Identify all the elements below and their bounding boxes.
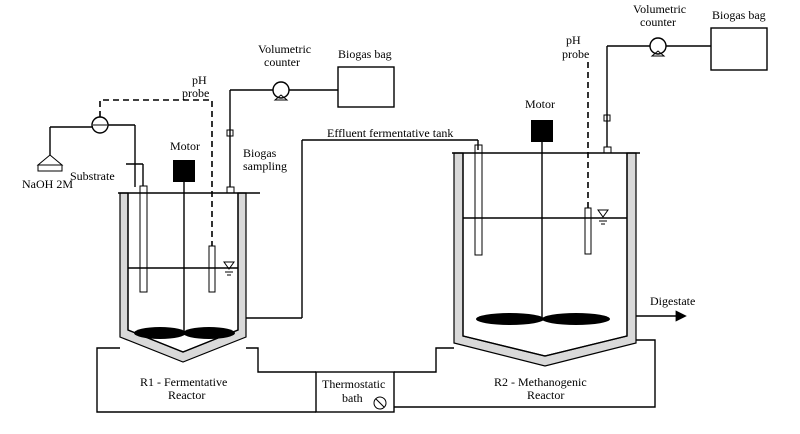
ph-probe-1-label-line2: probe bbox=[182, 86, 209, 100]
effluent-line: Effluent fermentative tank bbox=[246, 126, 479, 319]
motor-2-label: Motor bbox=[525, 97, 555, 111]
thermostatic-bath: Thermostatic bath bbox=[315, 371, 395, 413]
volumetric-counter-2-line1: Volumetric bbox=[633, 2, 686, 16]
r1-ph-probe bbox=[208, 245, 216, 293]
volumetric-counter-1-line1: Volumetric bbox=[258, 42, 311, 56]
naoh-label: NaOH 2M bbox=[22, 177, 73, 191]
r2-label-line2: Reactor bbox=[527, 388, 564, 402]
r1-feed-tube bbox=[139, 185, 148, 293]
r1-motor bbox=[173, 160, 195, 182]
r2-feed-tube bbox=[474, 144, 483, 256]
r1-biogas-line: Volumetric counter Biogas bag Biogas sam… bbox=[226, 42, 395, 187]
thermostatic-label-line2: bath bbox=[342, 391, 363, 405]
r1-water-loop-right bbox=[246, 347, 316, 373]
digestate-label: Digestate bbox=[650, 294, 695, 308]
volumetric-counter-1-line2: counter bbox=[264, 55, 300, 69]
ph-probe-2-label-line1: pH bbox=[566, 33, 581, 47]
biogas-sampling-valve bbox=[226, 129, 234, 137]
r1-impeller-left bbox=[134, 327, 186, 339]
ph-probe-1-signal bbox=[99, 99, 213, 246]
thermostatic-label-line1: Thermostatic bbox=[322, 377, 385, 391]
r1-label-line2: Reactor bbox=[168, 388, 205, 402]
r2-biogas-line: Volumetric counter Biogas bag bbox=[603, 2, 768, 147]
r1-label-line1: R1 - Fermentative bbox=[140, 375, 227, 389]
r1-reactor bbox=[118, 160, 260, 363]
r2-level-symbol bbox=[597, 209, 609, 225]
r2-motor bbox=[531, 120, 553, 142]
r1-water-loop-left bbox=[96, 347, 316, 413]
biogas-bag-1 bbox=[337, 66, 395, 108]
biogas-bag-2 bbox=[710, 27, 768, 71]
naoh-tank-icon bbox=[36, 154, 64, 166]
r2-jacket bbox=[453, 152, 637, 367]
ph-probe-1-label-line1: pH bbox=[192, 73, 207, 87]
r2-impeller-right bbox=[542, 313, 610, 325]
volumetric-counter-2-line2: counter bbox=[640, 15, 676, 29]
motor-1-label: Motor bbox=[170, 139, 200, 153]
effluent-tank-label: Effluent fermentative tank bbox=[327, 126, 453, 140]
r2-reactor: Motor bbox=[452, 97, 640, 367]
biogas-sampling-line2: sampling bbox=[243, 159, 287, 173]
r2-water-loop-right bbox=[394, 339, 656, 408]
substrate-label: Substrate bbox=[70, 169, 115, 183]
r1-level-symbol bbox=[223, 261, 235, 276]
biogas-bag-1-label: Biogas bag bbox=[338, 47, 392, 61]
r2-ph-probe bbox=[584, 207, 592, 255]
substrate-feed: Substrate bbox=[70, 163, 144, 186]
r2-label-line1: R2 - Methanogenic bbox=[494, 375, 587, 389]
r2-impeller-left bbox=[476, 313, 544, 325]
r1-impeller-right bbox=[183, 327, 235, 339]
biogas-bag-2-label: Biogas bag bbox=[712, 8, 766, 22]
naoh-dosing: NaOH 2M bbox=[22, 116, 136, 191]
r2-water-loop-left bbox=[394, 347, 454, 373]
ph-probe-2-label-line2: probe bbox=[562, 47, 589, 61]
biogas-sampling-line1: Biogas bbox=[243, 146, 277, 160]
